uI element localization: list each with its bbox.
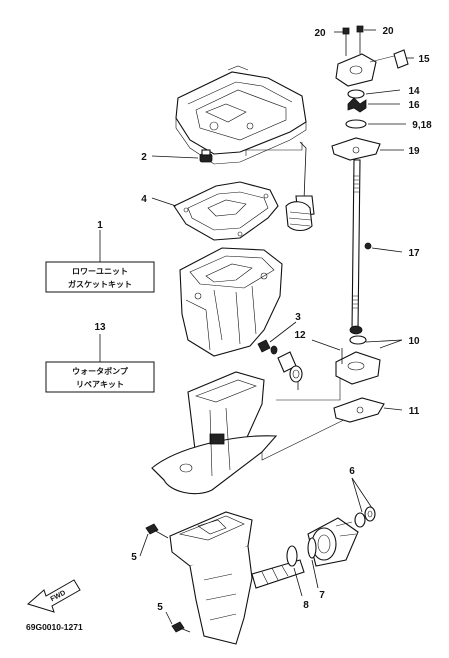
impeller-16 (347, 97, 367, 113)
callout-13: 13 (94, 322, 106, 333)
insert-14 (347, 89, 365, 99)
callout-3: 3 (295, 312, 301, 323)
guide-line-15 (369, 55, 395, 63)
upper-casing (175, 65, 307, 165)
water-pump-kit-line1: ウォータポンプ (72, 366, 129, 376)
callout-1: 1 (97, 220, 103, 231)
screw-5-upper (145, 523, 169, 539)
gasket-kit-line1: ロワーユニット (72, 267, 128, 276)
callout-2: 2 (141, 152, 147, 163)
drain-plug (199, 149, 213, 163)
callout-19: 19 (408, 146, 420, 157)
guide-line-a (276, 372, 341, 401)
gasket-9-18 (345, 119, 367, 129)
callout-17: 17 (408, 248, 420, 259)
o-ring-7 (307, 537, 317, 559)
callout-14: 14 (408, 86, 420, 97)
pump-housing-15 (335, 49, 409, 87)
gearcase (169, 511, 305, 645)
guide-line-b (261, 413, 357, 461)
pickup-grommet (277, 351, 303, 390)
o-ring-8 (286, 545, 298, 567)
callout-16: 16 (408, 100, 420, 111)
bolts-20 (342, 25, 364, 56)
fwd-arrow: FWD (26, 579, 81, 613)
water-tube-filter (285, 141, 315, 232)
screw-5-lower (171, 621, 191, 633)
extension-casing (151, 371, 278, 495)
gasket-kit-line2: ガスケットキット (68, 279, 132, 289)
callout-7: 7 (319, 590, 325, 601)
water-pump-kit-line2: リペアキット (76, 380, 124, 389)
water-pump-kit-box: ウォータポンプ リペアキット (45, 361, 155, 393)
lower-casing-upper (179, 247, 283, 357)
callout-5-lower: 5 (157, 602, 163, 613)
drive-shaft (351, 159, 372, 331)
gasket-4 (173, 181, 279, 241)
bearing-housing (307, 517, 359, 567)
callout-6: 6 (349, 466, 355, 477)
gasket-11 (333, 397, 385, 423)
pump-base-12 (335, 348, 381, 385)
callout-15: 15 (418, 54, 430, 65)
callout-8: 8 (303, 600, 309, 611)
callout-numbers: 20 20 15 14 16 9,18 19 17 10 12 11 2 4 1… (94, 26, 432, 613)
plug-3 (257, 339, 278, 355)
callout-12: 12 (294, 330, 306, 341)
seals-6 (354, 506, 376, 528)
callout-20-left: 20 (314, 28, 326, 39)
callout-4: 4 (141, 194, 147, 205)
leader-lines (99, 29, 414, 625)
gasket-kit-box: ロワーユニット ガスケットキット (45, 261, 155, 293)
callout-9-18: 9,18 (412, 120, 432, 131)
callout-20-right: 20 (382, 26, 394, 37)
alignment-guide (245, 142, 303, 156)
callout-11: 11 (409, 406, 420, 417)
seals-10 (349, 325, 367, 345)
diagram-code: 69G0010-1271 (26, 622, 83, 632)
outer-plate-19 (331, 137, 381, 161)
callout-5-upper: 5 (131, 552, 137, 563)
callout-10: 10 (408, 336, 420, 347)
